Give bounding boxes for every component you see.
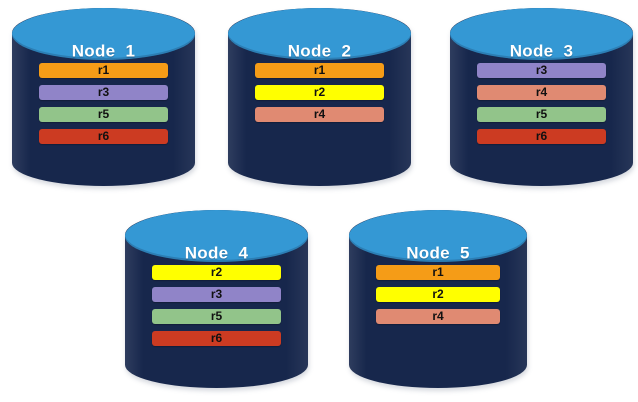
cylinder-top-ellipse — [450, 8, 633, 60]
node-1[interactable]: Node 1 r1 r3 r5 r6 — [12, 8, 195, 186]
replica-bar-r3[interactable]: r3 — [477, 63, 606, 79]
node-label: Node 3 — [509, 41, 574, 61]
node-label: Node 4 — [184, 243, 249, 263]
replica-stack: r1 r2 r4 — [228, 63, 411, 123]
node-label: Node 2 — [287, 41, 352, 61]
node-4[interactable]: Node 4 r2 r3 r5 r6 — [125, 210, 308, 388]
node-label: Node 1 — [71, 41, 136, 61]
replica-bar-r1[interactable]: r1 — [39, 63, 168, 79]
replica-bar-r2[interactable]: r2 — [255, 85, 384, 101]
cylinder-top-ellipse — [125, 210, 308, 262]
replica-bar-r6[interactable]: r6 — [39, 129, 168, 145]
node-label: Node 5 — [406, 243, 470, 263]
cylinder-top-ellipse — [12, 8, 195, 60]
replica-bar-r5[interactable]: r5 — [39, 107, 168, 123]
replica-stack: r1 r3 r5 r6 — [12, 63, 195, 145]
cylinder-top-ellipse — [228, 8, 411, 60]
replica-bar-r3[interactable]: r3 — [39, 85, 168, 101]
replica-stack: r3 r4 r5 r6 — [450, 63, 633, 145]
replica-bar-r4[interactable]: r4 — [477, 85, 606, 101]
replica-stack: r2 r3 r5 r6 — [125, 265, 308, 347]
cylinder-top-ellipse — [349, 210, 527, 262]
replica-bar-r4[interactable]: r4 — [375, 309, 501, 325]
replica-bar-r6[interactable]: r6 — [152, 331, 281, 347]
replica-bar-r3[interactable]: r3 — [152, 287, 281, 303]
replica-bar-r5[interactable]: r5 — [152, 309, 281, 325]
replica-bar-r1[interactable]: r1 — [255, 63, 384, 79]
replica-bar-r6[interactable]: r6 — [477, 129, 606, 145]
node-5[interactable]: Node 5 r1 r2 r4 — [349, 210, 527, 388]
replica-bar-r1[interactable]: r1 — [375, 265, 501, 281]
replica-bar-r2[interactable]: r2 — [152, 265, 281, 281]
replica-stack: r1 r2 r4 — [349, 265, 527, 325]
node-2[interactable]: Node 2 r1 r2 r4 — [228, 8, 411, 186]
replica-bar-r4[interactable]: r4 — [255, 107, 384, 123]
node-3[interactable]: Node 3 r3 r4 r5 r6 — [450, 8, 633, 186]
replica-bar-r2[interactable]: r2 — [375, 287, 501, 303]
replica-bar-r5[interactable]: r5 — [477, 107, 606, 123]
